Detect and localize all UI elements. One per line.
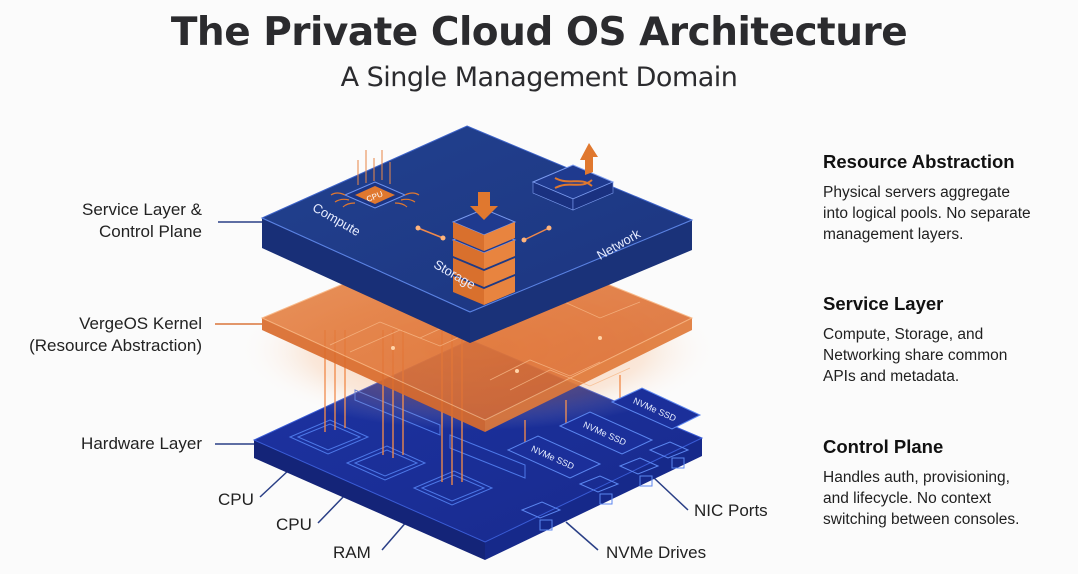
side-body-line: switching between consoles. (823, 511, 1020, 528)
side-title-control-plane: Control Plane (823, 436, 944, 457)
page-subtitle: A Single Management Domain (340, 62, 738, 93)
hardware-cpu-chip (288, 419, 494, 506)
side-body-line: into logical pools. No separate (823, 205, 1031, 222)
label-kernel-line: (Resource Abstraction) (29, 336, 202, 355)
side-body-line: APIs and metadata. (823, 368, 960, 385)
label-service-layer-line: Service Layer & (82, 200, 202, 219)
upload-arrow-icon (580, 143, 598, 175)
hardware-nic-ports (520, 441, 690, 531)
leader-nic (653, 477, 689, 511)
service-connectors (417, 227, 550, 241)
leader-cpu-1 (259, 468, 291, 498)
label-kernel-line: VergeOS Kernel (79, 314, 202, 333)
side-body-line: and lifecycle. No context (823, 490, 992, 507)
kernel-circuit-traces (329, 299, 641, 391)
network-switch-icon (531, 143, 615, 211)
label-service-layer: Service Layer & Control Plane (40, 199, 202, 243)
label-kernel: VergeOS Kernel (Resource Abstraction) (20, 313, 202, 357)
side-body-line: Handles auth, provisioning, (823, 469, 1010, 486)
label-cpu-2: CPU (276, 515, 312, 534)
label-hardware-layer: Hardware Layer (81, 434, 202, 453)
leader-cpu-2 (317, 493, 347, 524)
hardware-nvme-drives (506, 387, 702, 479)
leader-nvme (565, 521, 599, 551)
page-title: The Private Cloud OS Architecture (170, 10, 908, 55)
label-cpu-1: CPU (218, 490, 254, 509)
label-nic-ports: NIC Ports (694, 501, 768, 520)
label-service-layer-line: Control Plane (98, 222, 202, 241)
side-body-resource-abstraction: Physical servers aggregate into logical … (823, 182, 1073, 245)
side-body-control-plane: Handles auth, provisioning, and lifecycl… (823, 467, 1073, 530)
side-title-resource-abstraction: Resource Abstraction (823, 151, 1015, 172)
side-body-service-layer: Compute, Storage, and Networking share c… (823, 324, 1073, 387)
label-ram: RAM (333, 543, 371, 562)
service-layer-slab: CPU Compute Storage (260, 125, 694, 343)
storage-server-icon (451, 192, 517, 305)
side-title-service-layer: Service Layer (823, 293, 944, 314)
compute-cpu-icon: CPU (330, 150, 420, 209)
leader-ram (381, 519, 409, 551)
download-arrow-icon (470, 192, 498, 220)
side-body-line: management layers. (823, 226, 964, 243)
side-body-line: Physical servers aggregate (823, 184, 1010, 201)
side-body-line: Compute, Storage, and (823, 326, 984, 343)
label-nvme-drives: NVMe Drives (606, 543, 707, 562)
side-body-line: Networking share common (823, 347, 1008, 364)
